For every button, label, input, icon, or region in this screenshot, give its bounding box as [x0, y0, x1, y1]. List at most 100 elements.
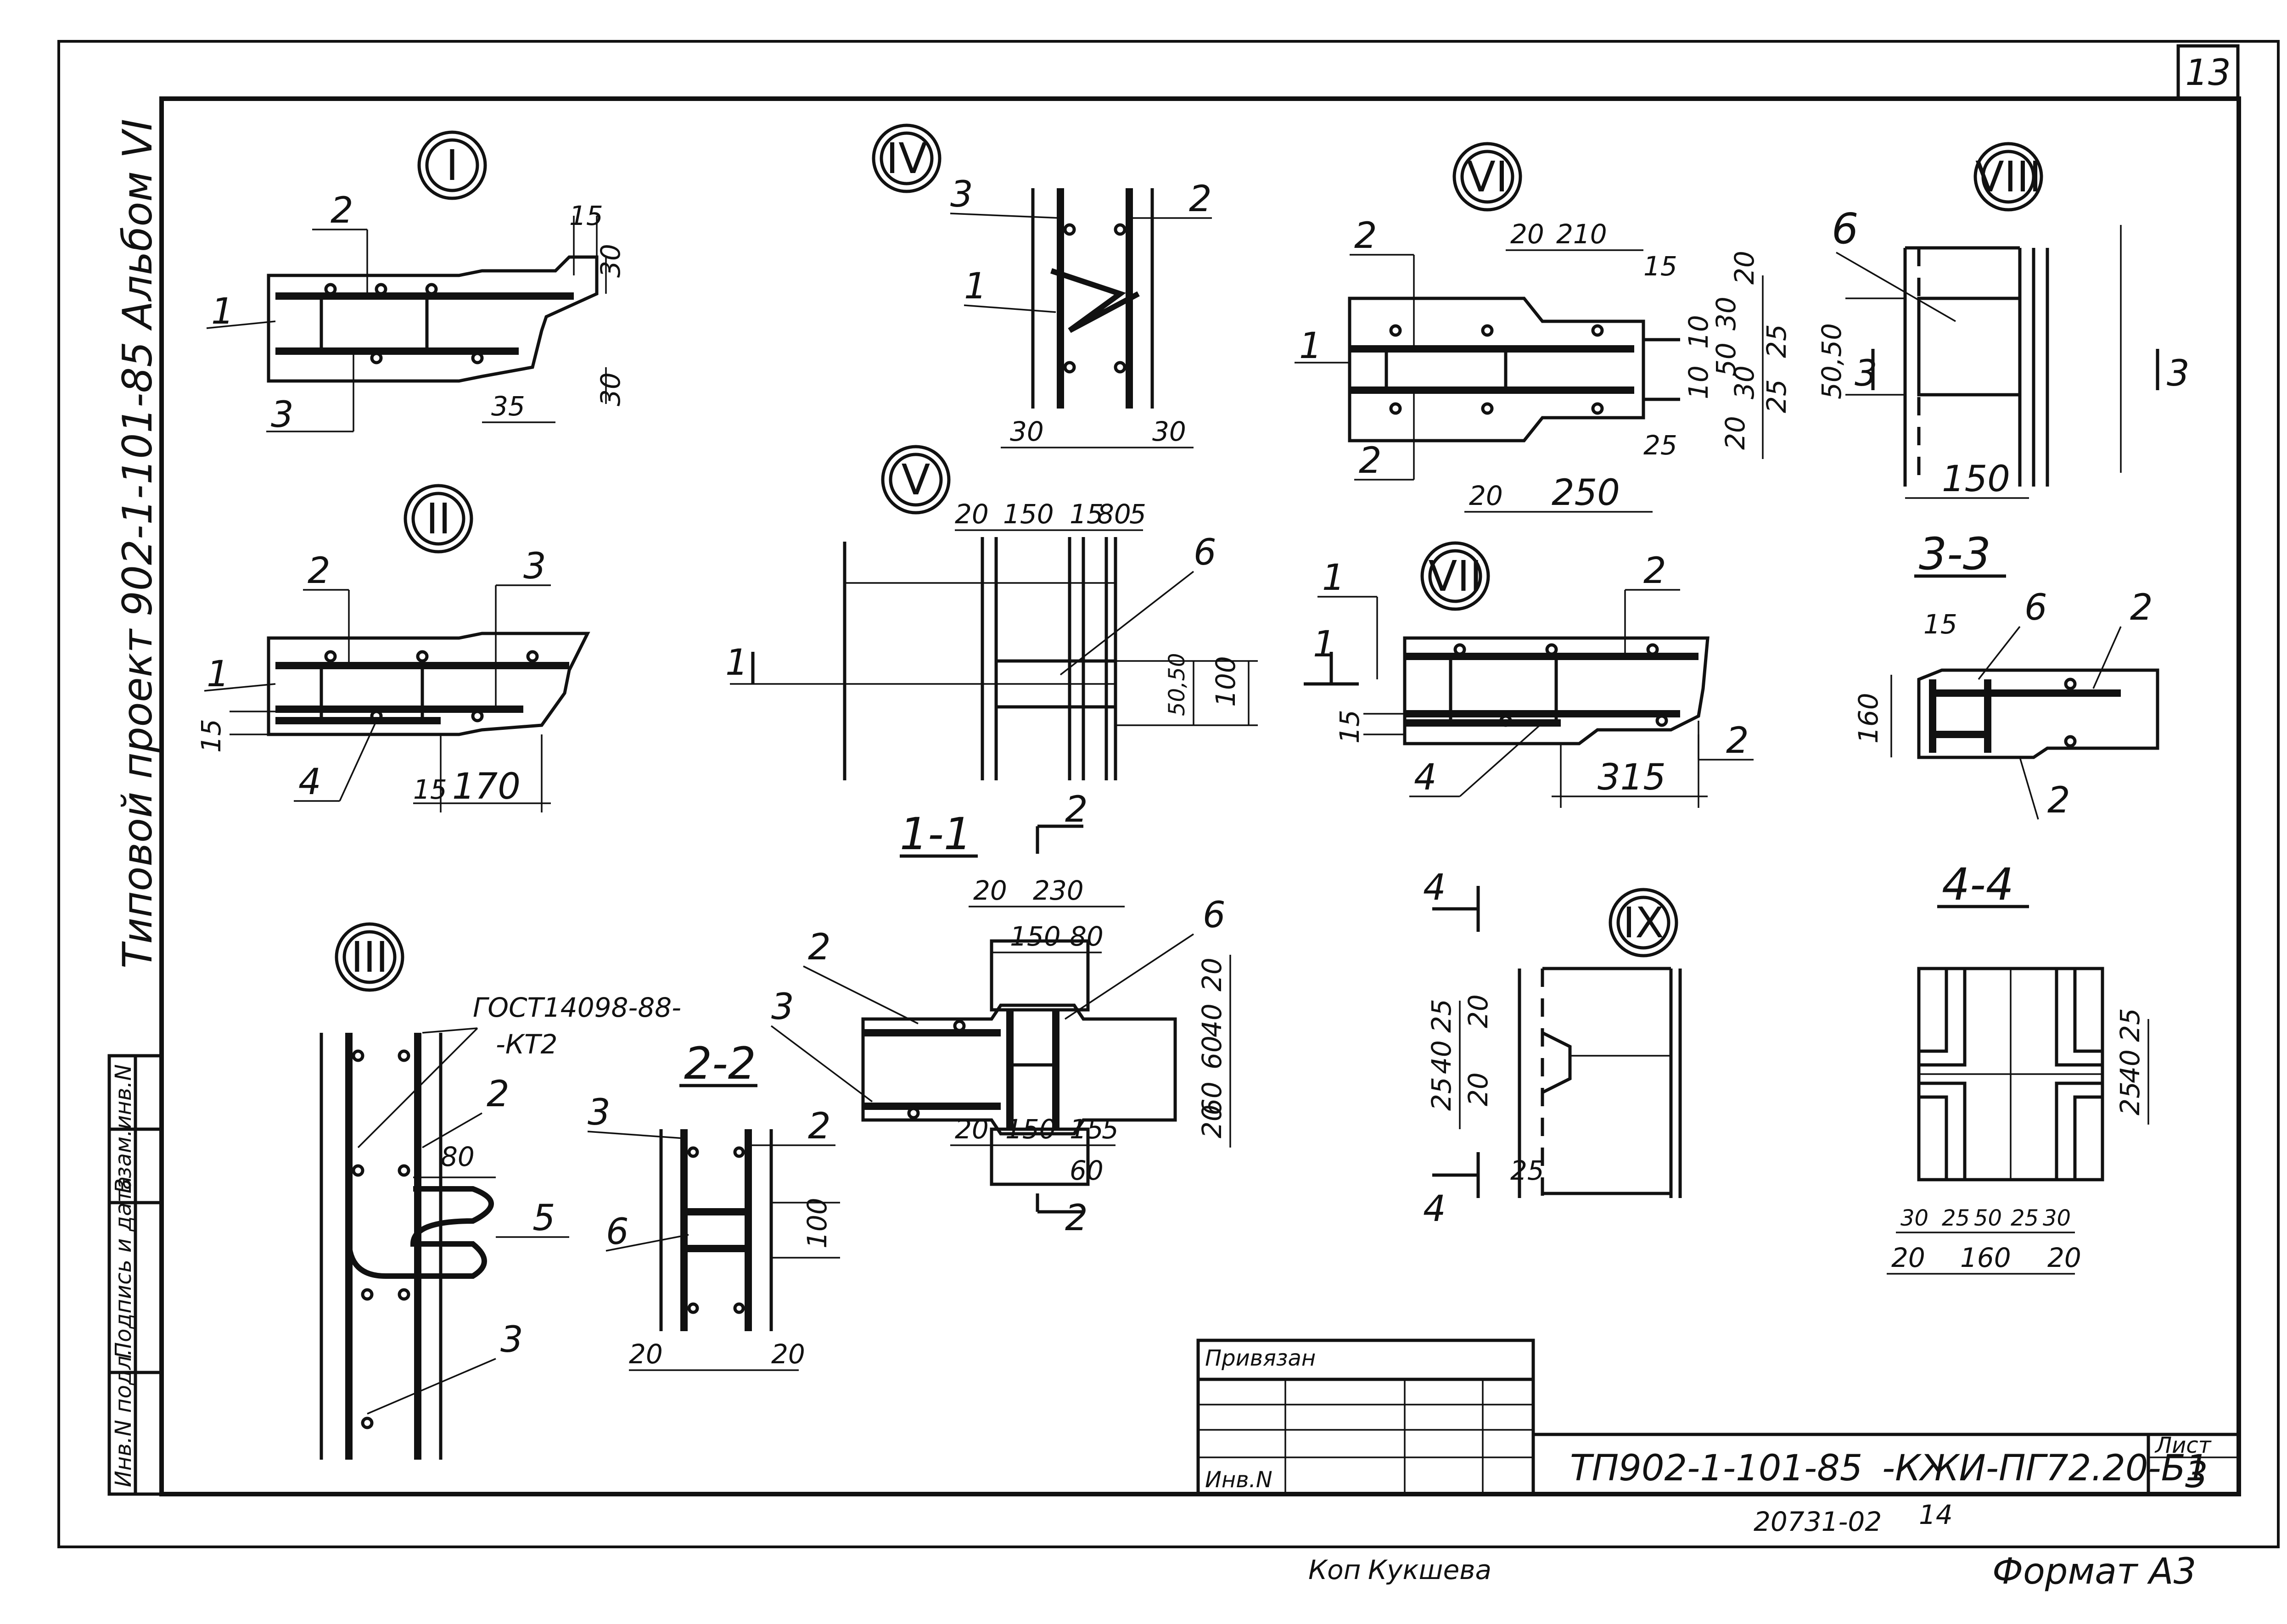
svg-text:15: 15 [196, 719, 227, 753]
svg-text:2: 2 [808, 927, 831, 968]
node-I: I 2 1 3 15 30 30 35 [206, 130, 626, 436]
svg-text:30: 30 [1152, 416, 1186, 447]
svg-text:2: 2 [1065, 789, 1088, 830]
project-code: ТП902-1-101-85 [1570, 1448, 1862, 1489]
svg-text:2: 2 [487, 1074, 510, 1115]
svg-text:20: 20 [1196, 958, 1228, 991]
svg-text:2: 2 [1189, 179, 1212, 220]
section-3-3: 3-3 6 2 2 15 160 [1853, 528, 2159, 821]
gost-note-2: -КТ2 [496, 1029, 557, 1060]
svg-text:30: 30 [2043, 1205, 2071, 1231]
svg-text:10: 10 [1683, 315, 1714, 349]
svg-text:VI: VI [1467, 152, 1508, 202]
svg-text:2: 2 [2047, 780, 2070, 821]
svg-text:30: 30 [595, 244, 626, 278]
section-4-4: 4-4 25 40 25 30 25 50 25 30 20 160 20 [1887, 859, 2149, 1275]
svg-text:20: 20 [1720, 416, 1751, 450]
node-V: V 6 1 20 150 15 80 5 50,50 100 [725, 445, 1258, 780]
svg-text:15: 15 [1923, 609, 1957, 640]
node-VII: VII 1 2 4 2 1 15 315 [1304, 541, 1754, 808]
doc-code: -КЖИ-ПГ72.20-Б1 [1882, 1448, 2209, 1489]
svg-text:20: 20 [1729, 251, 1760, 285]
node-VI: VI 2 1 2 20 210 15 20 30 10 50 10 30 20 … [1295, 142, 1792, 514]
node-IX: IX 4 4 25 40 25 20 20 25 [1423, 867, 1682, 1230]
svg-text:80: 80 [441, 1141, 475, 1172]
svg-text:2: 2 [308, 550, 331, 592]
section-1-1: 1-1 2 2 3 6 20 230 150 80 20 40 60 60 20… [770, 789, 1231, 1239]
sheet-label: Лист [2154, 1433, 2212, 1458]
svg-text:15: 15 [1334, 710, 1365, 744]
svg-text:25: 25 [2114, 1081, 2146, 1115]
svg-text:15: 15 [1070, 1114, 1104, 1145]
svg-text:60: 60 [1196, 1036, 1228, 1070]
svg-text:150: 150 [1005, 1114, 1056, 1145]
svg-text:160: 160 [1853, 693, 1884, 744]
svg-text:2: 2 [2130, 587, 2153, 628]
section-2-2: 2-2 3 2 6 100 20 20 [587, 1038, 840, 1371]
svg-text:5: 5 [533, 1198, 555, 1239]
svg-text:3: 3 [523, 546, 546, 587]
svg-text:4: 4 [1423, 867, 1446, 908]
svg-text:15: 15 [413, 774, 447, 805]
svg-text:20: 20 [973, 875, 1007, 906]
svg-text:4: 4 [1414, 757, 1437, 798]
svg-text:30: 30 [1010, 416, 1044, 447]
svg-text:2: 2 [1354, 215, 1377, 257]
outer-frame [57, 40, 2280, 1548]
svg-text:20: 20 [1510, 218, 1544, 250]
svg-text:250: 250 [1552, 472, 1620, 514]
svg-text:230: 230 [1033, 875, 1084, 906]
svg-text:25: 25 [1942, 1205, 1970, 1231]
format-label: Формат А3 [1992, 1551, 2196, 1592]
svg-text:20: 20 [1463, 994, 1494, 1028]
stamp-replace: Взам.инв.N [111, 1064, 136, 1193]
footer: 20731-02 14 Коп Кукшева Формат А3 [1308, 1499, 2196, 1592]
svg-text:60: 60 [1196, 1081, 1228, 1115]
node-IV: IV 3 2 1 30 30 [872, 123, 1212, 448]
svg-text:2: 2 [1359, 440, 1382, 482]
svg-text:20: 20 [955, 1114, 989, 1145]
svg-text:IV: IV [886, 134, 927, 183]
svg-text:15: 15 [569, 200, 603, 231]
svg-text:20: 20 [771, 1338, 805, 1370]
svg-text:6: 6 [1194, 532, 1216, 573]
svg-text:6: 6 [1832, 204, 1859, 253]
section-3-3-title: 3-3 [1919, 528, 1991, 580]
node-II: II 2 3 1 4 15 15 170 [196, 484, 590, 812]
inv-label: Инв.N [1205, 1467, 1272, 1493]
svg-text:25: 25 [2011, 1205, 2039, 1231]
svg-text:100: 100 [1210, 656, 1241, 707]
svg-text:160: 160 [1960, 1242, 2011, 1273]
svg-text:20: 20 [2047, 1242, 2081, 1273]
svg-text:20: 20 [1891, 1242, 1925, 1273]
svg-text:80: 80 [1097, 498, 1131, 530]
svg-text:20: 20 [1196, 1104, 1228, 1138]
svg-text:V: V [902, 455, 930, 504]
svg-text:150: 150 [1003, 498, 1054, 530]
svg-text:40: 40 [2114, 1049, 2146, 1083]
svg-text:3: 3 [271, 394, 294, 436]
svg-text:25: 25 [2114, 1008, 2146, 1042]
copied-name: Кукшева [1368, 1554, 1491, 1585]
svg-text:3: 3 [500, 1319, 523, 1361]
svg-text:1: 1 [1322, 557, 1345, 599]
svg-text:30: 30 [595, 372, 626, 406]
section-4-4-title: 4-4 [1942, 859, 2014, 910]
stamp-sign: Подпись и дата [111, 1176, 136, 1359]
svg-text:25: 25 [1510, 1155, 1544, 1186]
svg-text:150: 150 [1010, 921, 1061, 952]
stamp-inv: Инв.N подл. [111, 1349, 136, 1487]
attached-label: Привязан [1205, 1345, 1316, 1371]
svg-text:25: 25 [1426, 999, 1457, 1033]
svg-text:20: 20 [629, 1338, 663, 1370]
svg-text:80: 80 [1070, 921, 1104, 952]
svg-text:3: 3 [950, 174, 973, 215]
svg-text:40: 40 [1196, 1003, 1228, 1037]
svg-text:15: 15 [1070, 498, 1104, 530]
svg-text:25: 25 [1643, 430, 1677, 461]
svg-text:6: 6 [1203, 895, 1226, 936]
svg-text:40: 40 [1426, 1040, 1457, 1074]
svg-text:VIII: VIII [1975, 152, 2041, 202]
svg-text:170: 170 [452, 766, 521, 807]
page-number: 14 [1919, 1499, 1953, 1530]
